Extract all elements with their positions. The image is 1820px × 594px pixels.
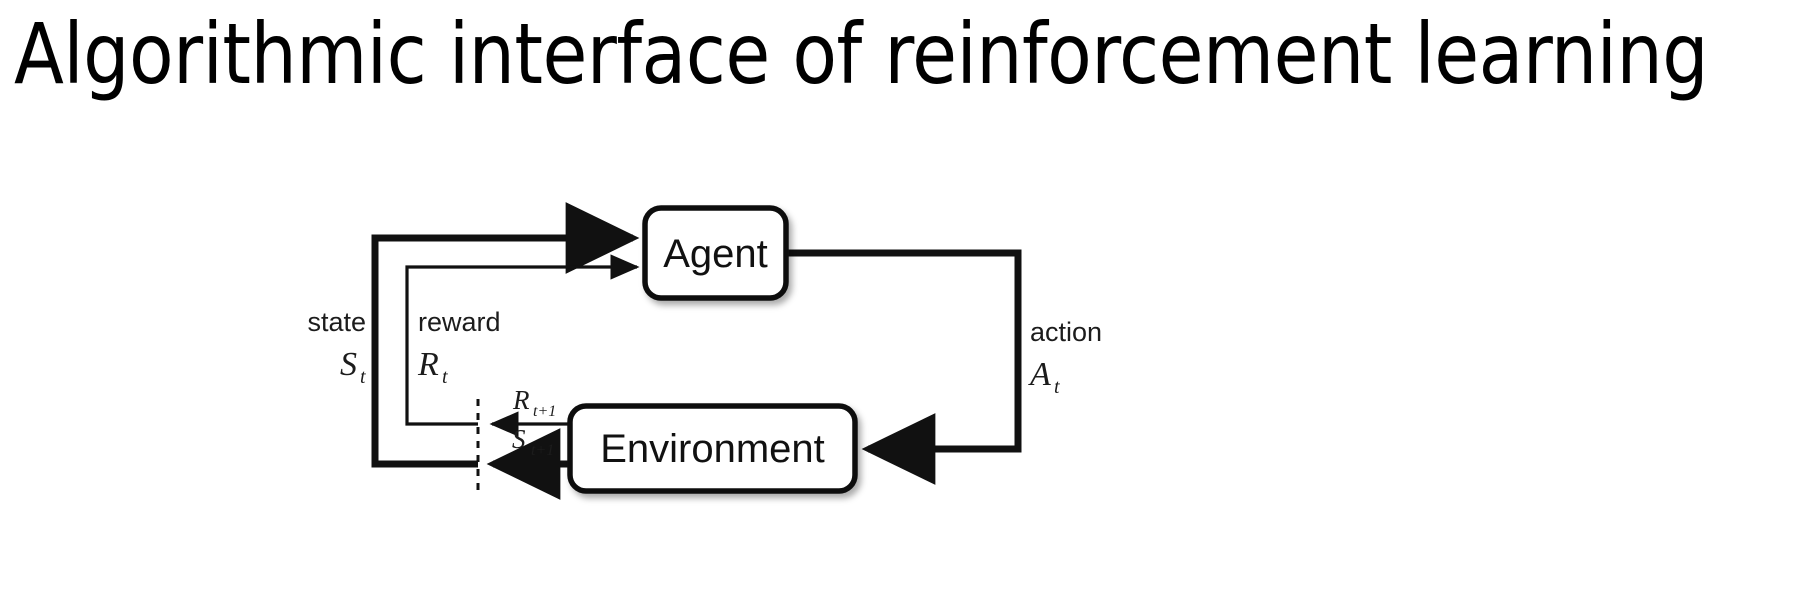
action-label-text: action [1030,317,1102,347]
state-label-text: state [307,307,366,337]
node-agent[interactable]: Agent [642,205,789,301]
label-action: action A t [1028,317,1102,398]
reward-label-text: reward [418,307,501,337]
node-environment[interactable]: Environment [567,403,858,494]
page-title: Algorithmic interface of reinforcement l… [14,5,1709,103]
action-subscript: t [1054,376,1060,398]
action-arrow-path [786,249,1022,485]
reward-subscript: t [442,366,448,388]
reward-symbol: R [417,346,439,383]
state-arrow-path [371,202,640,468]
label-state-next: S t+1 [512,424,554,459]
reward-next-symbol: R [512,385,530,415]
edge-reward-to-agent [405,254,640,426]
action-symbol: A [1028,356,1051,393]
state-next-subscript: t+1 [531,442,554,459]
label-reward: reward R t [417,307,501,388]
label-reward-next: R t+1 [512,385,556,420]
label-state: state S t [307,307,366,388]
environment-box-label: Environment [600,427,825,471]
reward-arrow-path [405,254,640,426]
state-symbol: S [340,346,357,383]
environment-box[interactable] [567,403,858,494]
state-subscript: t [360,366,366,388]
edge-action-to-environment [786,249,1022,485]
edge-state-to-agent [371,202,640,468]
reward-next-subscript: t+1 [533,403,556,420]
state-next-symbol: S [512,424,526,454]
agent-box-label: Agent [663,232,768,276]
agent-box[interactable] [642,205,789,301]
